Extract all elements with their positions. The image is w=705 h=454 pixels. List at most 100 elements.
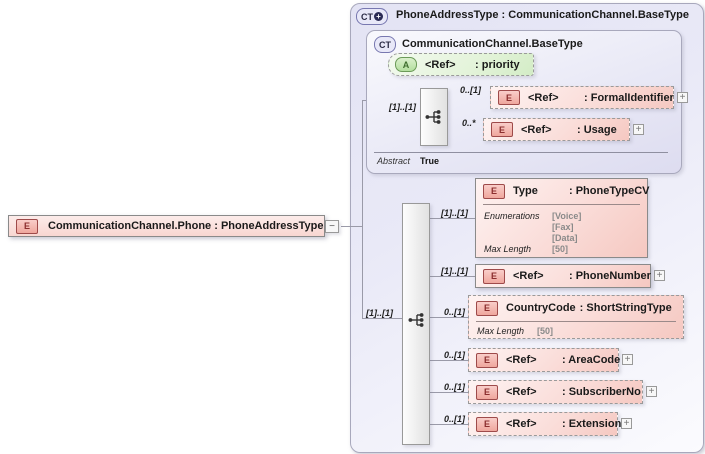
minus-icon: − bbox=[329, 220, 335, 232]
element-countrycode[interactable]: E CountryCode : ShortStringType Max Leng… bbox=[468, 295, 684, 339]
facet-value: [Voice] bbox=[552, 211, 582, 221]
complextype-icon-label: CT bbox=[361, 11, 373, 22]
element-header: E CountryCode : ShortStringType bbox=[469, 296, 683, 320]
facet-value: [Fax] bbox=[552, 222, 574, 232]
collapse-button[interactable]: − bbox=[325, 220, 339, 233]
facet-label: Enumerations bbox=[484, 211, 540, 221]
element-icon: E bbox=[491, 122, 513, 137]
element-name: <Ref> bbox=[528, 91, 559, 104]
element-icon-label: E bbox=[483, 419, 490, 429]
attribute-type: : priority bbox=[475, 58, 520, 71]
attribute-icon: A bbox=[395, 57, 417, 72]
element-type-name: : ShortStringType bbox=[579, 302, 672, 314]
element-name: <Ref> bbox=[506, 418, 537, 430]
element-icon-label: E bbox=[483, 303, 490, 313]
cardinality-label: 0..[1] bbox=[444, 350, 466, 360]
expand-button[interactable]: + bbox=[622, 354, 633, 365]
connector-line bbox=[341, 226, 362, 227]
cardinality-label: [1]..[1] bbox=[441, 208, 468, 218]
element-type: : Extension bbox=[562, 418, 622, 430]
divider bbox=[483, 204, 640, 205]
complextype-plus-icon: CT + bbox=[356, 8, 388, 25]
element-icon: E bbox=[498, 90, 520, 105]
element-name: Type bbox=[513, 185, 538, 197]
root-element[interactable]: E CommunicationChannel.Phone : PhoneAddr… bbox=[8, 215, 325, 237]
element-icon: E bbox=[476, 352, 498, 368]
expand-button[interactable]: + bbox=[646, 386, 657, 397]
complextype-icon-label: CT bbox=[379, 39, 391, 50]
plus-icon: + bbox=[635, 123, 642, 135]
element-type: : FormalIdentifier bbox=[584, 91, 674, 104]
element-type: : SubscriberNo bbox=[562, 386, 641, 398]
connector-line bbox=[430, 276, 475, 277]
element-name: <Ref> bbox=[506, 354, 537, 366]
abstract-label: Abstract bbox=[377, 156, 411, 166]
connector-line bbox=[430, 424, 468, 425]
sequence-icon bbox=[408, 313, 424, 327]
plus-icon: + bbox=[624, 353, 631, 365]
element-usage[interactable]: E <Ref> : Usage bbox=[483, 118, 630, 141]
element-icon: E bbox=[476, 384, 498, 400]
connector-line bbox=[430, 317, 468, 318]
plus-icon: + bbox=[623, 417, 630, 429]
element-icon: E bbox=[476, 416, 498, 432]
sequence-icon bbox=[425, 110, 441, 124]
element-subscriberno[interactable]: E <Ref> : SubscriberNo bbox=[468, 380, 643, 404]
root-element-label: CommunicationChannel.Phone : PhoneAddres… bbox=[48, 220, 324, 232]
element-header: E Type : PhoneTypeCV bbox=[476, 179, 649, 203]
element-name: <Ref> bbox=[506, 386, 537, 398]
container-title: PhoneAddressType : CommunicationChannel.… bbox=[396, 9, 689, 21]
cardinality-label: [1]..[1] bbox=[366, 308, 393, 318]
element-icon: E bbox=[16, 218, 38, 234]
facet-value: [50] bbox=[537, 326, 554, 336]
expand-button[interactable]: + bbox=[633, 124, 644, 135]
sequence-compositor[interactable] bbox=[420, 88, 448, 146]
cardinality-label: 0..[1] bbox=[444, 414, 466, 424]
element-icon: E bbox=[483, 268, 505, 284]
divider bbox=[476, 321, 676, 322]
element-icon: E bbox=[476, 300, 498, 316]
element-icon-label: E bbox=[483, 387, 490, 397]
cardinality-label: 0..[1] bbox=[460, 85, 482, 95]
expand-button[interactable]: + bbox=[654, 270, 665, 281]
expand-button[interactable]: + bbox=[677, 92, 688, 103]
abstract-value: True bbox=[420, 156, 440, 166]
facet-label: Max Length bbox=[484, 244, 532, 254]
element-type[interactable]: E Type : PhoneTypeCV Enumerations [Voice… bbox=[475, 178, 649, 258]
element-type: : Usage bbox=[577, 123, 617, 136]
element-name: CountryCode bbox=[506, 302, 576, 314]
sequence-compositor[interactable] bbox=[402, 203, 430, 445]
cardinality-label: 0..[1] bbox=[444, 382, 466, 392]
element-type: : PhoneNumber bbox=[569, 270, 651, 282]
connector-line bbox=[430, 392, 468, 393]
element-icon-label: E bbox=[490, 271, 497, 281]
divider bbox=[374, 152, 668, 153]
attribute-icon-label: A bbox=[402, 59, 410, 70]
cardinality-label: [1]..[1] bbox=[441, 266, 468, 276]
element-icon-label: E bbox=[505, 92, 512, 103]
element-icon-label: E bbox=[23, 221, 30, 231]
facet-value: [Data] bbox=[552, 233, 578, 243]
facet-label: Max Length bbox=[477, 326, 525, 336]
connector-line bbox=[362, 318, 402, 319]
element-icon: E bbox=[483, 183, 505, 199]
attribute-name: <Ref> bbox=[425, 58, 456, 71]
element-name: <Ref> bbox=[513, 270, 544, 282]
attribute-priority[interactable]: A <Ref> : priority bbox=[388, 53, 534, 76]
plus-icon: + bbox=[656, 269, 663, 281]
basetype-title: CommunicationChannel.BaseType bbox=[402, 38, 583, 50]
connector-line bbox=[430, 218, 475, 219]
element-type: : AreaCode bbox=[562, 354, 621, 366]
element-areacode[interactable]: E <Ref> : AreaCode bbox=[468, 348, 621, 372]
element-icon-label: E bbox=[498, 124, 505, 135]
element-phonenumber[interactable]: E <Ref> : PhoneNumber bbox=[475, 264, 651, 288]
facet-value: [50] bbox=[552, 244, 569, 254]
element-name: <Ref> bbox=[521, 123, 552, 136]
cardinality-label: 0..* bbox=[462, 118, 476, 128]
connector-line bbox=[430, 360, 468, 361]
element-formalidentifier[interactable]: E <Ref> : FormalIdentifier bbox=[490, 86, 674, 109]
expand-button[interactable]: + bbox=[621, 418, 632, 429]
element-icon-label: E bbox=[490, 186, 497, 196]
cardinality-label: 0..[1] bbox=[444, 307, 466, 317]
element-extension[interactable]: E <Ref> : Extension bbox=[468, 412, 622, 436]
